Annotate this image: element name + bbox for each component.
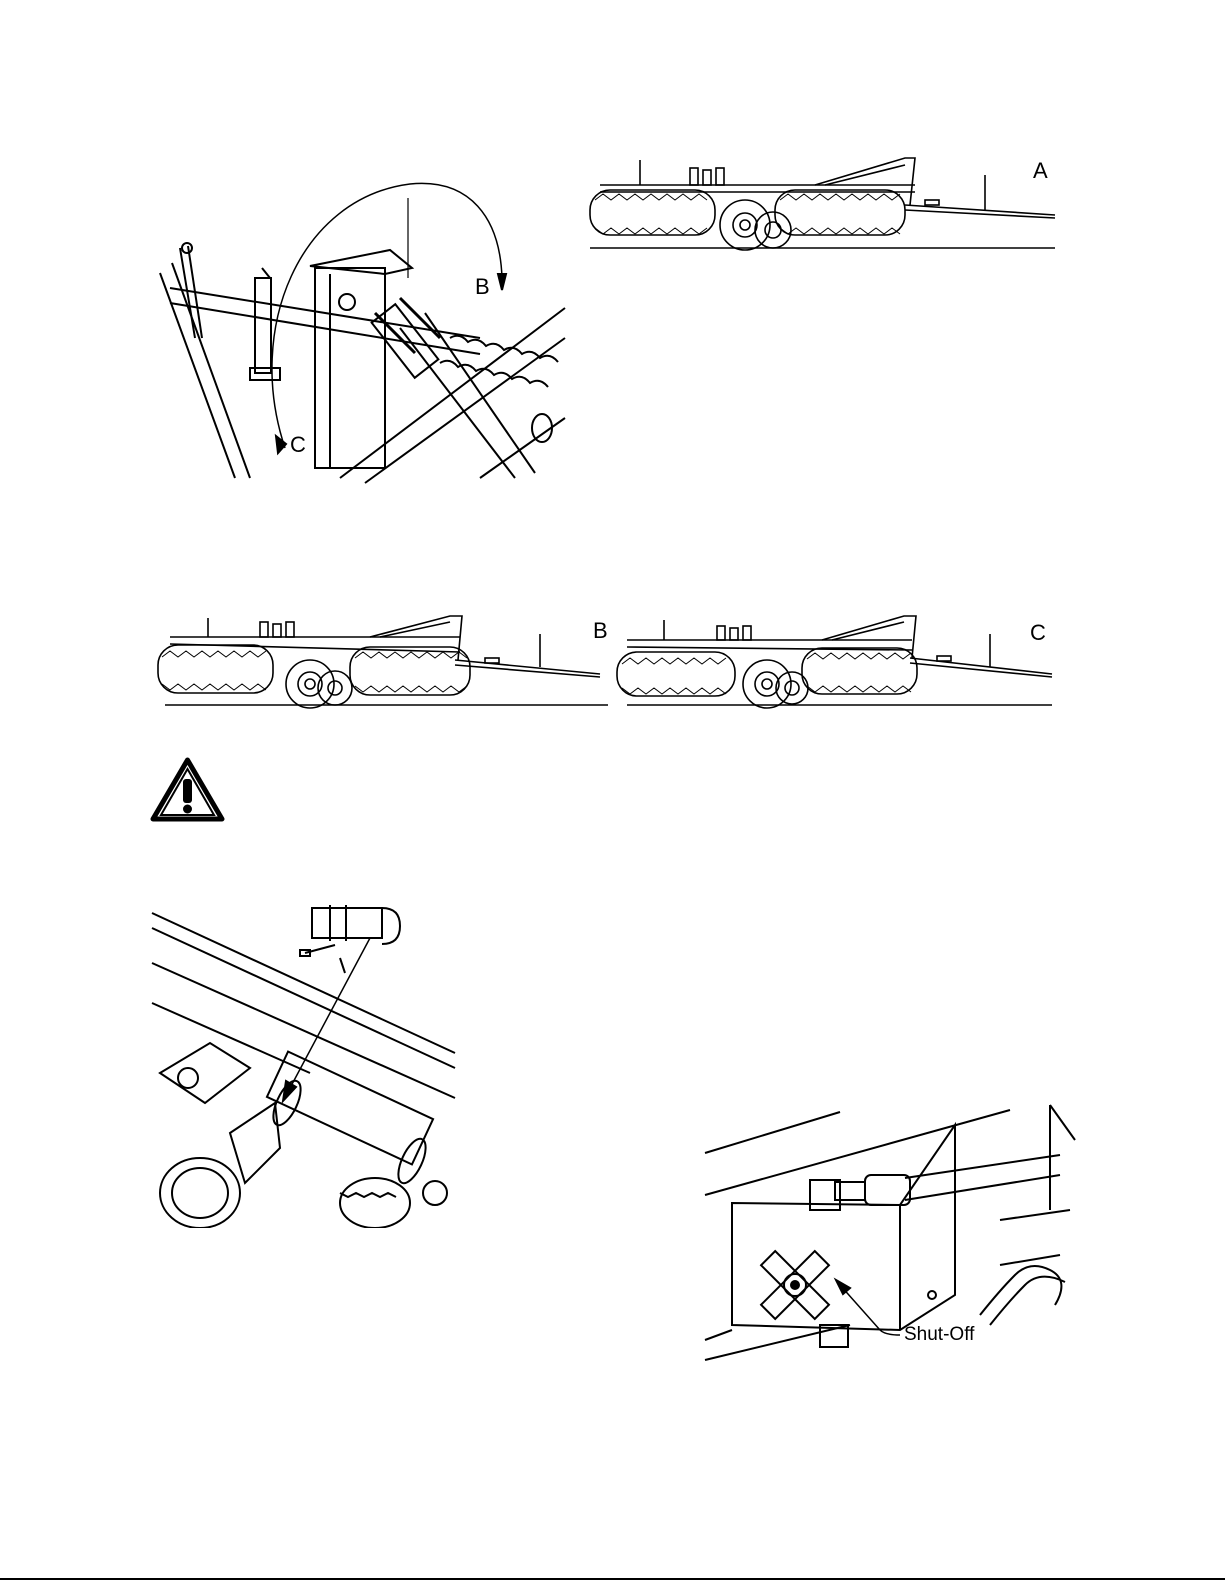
position-b-label: B — [593, 620, 608, 642]
warning-triangle-icon — [150, 757, 225, 822]
arrow-c-label: C — [290, 434, 306, 456]
lift-detail-figure: B C — [150, 178, 570, 488]
shutoff-valve-drawing — [700, 1100, 1080, 1365]
position-a-figure: A — [585, 150, 1065, 255]
arrow-b-label: B — [475, 276, 490, 298]
lift-detail-drawing — [150, 178, 570, 488]
lock-install-figure — [150, 893, 460, 1228]
position-c-figure: C — [612, 612, 1062, 712]
page-bottom-rule — [0, 1578, 1225, 1580]
position-a-label: A — [1033, 160, 1048, 182]
position-b-figure: B — [150, 612, 612, 712]
lock-install-drawing — [150, 893, 460, 1228]
machine-side-view-b — [150, 612, 612, 712]
shut-off-callout: Shut-Off — [904, 1325, 974, 1344]
position-c-label: C — [1030, 622, 1046, 644]
shutoff-valve-figure: Shut-Off — [700, 1100, 1080, 1365]
machine-side-view-a — [585, 150, 1065, 255]
machine-side-view-c — [612, 612, 1062, 712]
